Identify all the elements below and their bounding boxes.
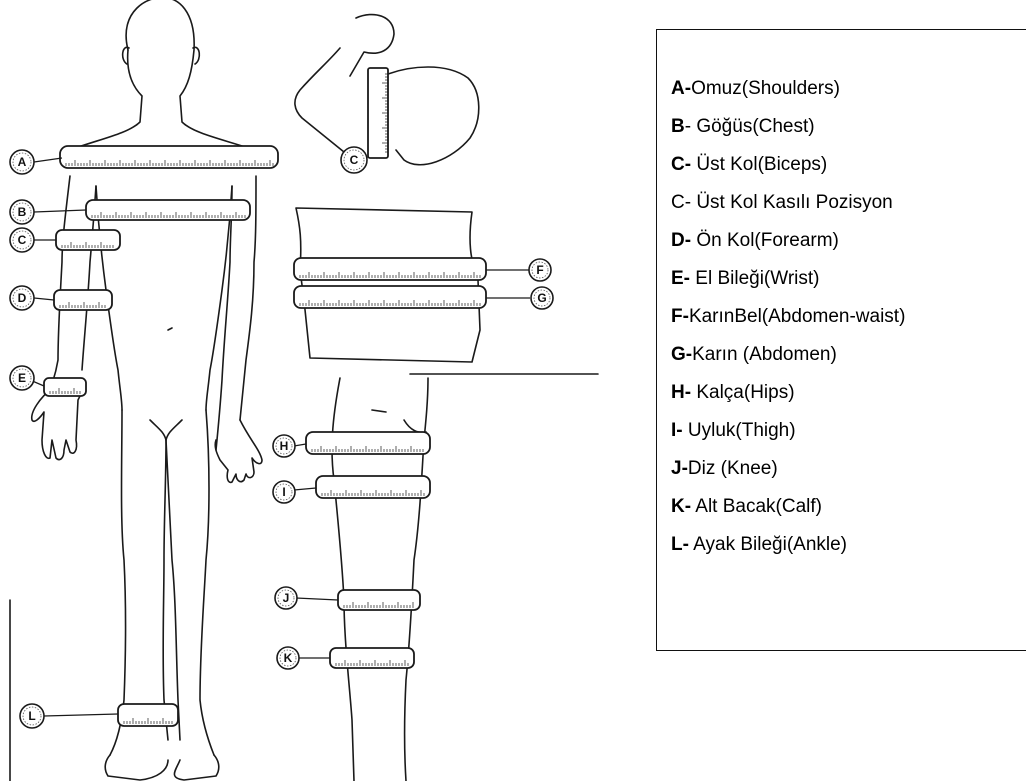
- legend-key: A-: [671, 78, 691, 99]
- legend-key: E-: [671, 268, 690, 289]
- legend-key: C-: [671, 154, 691, 175]
- legend-item: E- El Bileği(Wrist): [671, 268, 1026, 306]
- legend-item: I- Uyluk(Thigh): [671, 420, 1026, 458]
- legend-key: J-: [671, 458, 688, 479]
- legend-key: H-: [671, 382, 691, 403]
- badge-j: J: [275, 587, 297, 609]
- badge-d: D: [10, 286, 34, 310]
- svg-text:D: D: [18, 291, 27, 305]
- badge-g: G: [531, 287, 553, 309]
- legend-text: Ön Kol(Forearm): [691, 230, 839, 251]
- tape-ticks: [50, 74, 480, 724]
- badge-k: K: [277, 647, 299, 669]
- legend-text: Kalça(Hips): [691, 382, 794, 403]
- legend-text: - Göğüs(Chest): [685, 116, 815, 137]
- badge-i: I: [273, 481, 295, 503]
- legend-item: D- Ön Kol(Forearm): [671, 230, 1026, 268]
- legend-text: KarınBel(Abdomen-waist): [689, 306, 905, 327]
- tape-chest: [86, 200, 250, 220]
- legend-text: Üst Kol(Biceps): [691, 154, 827, 175]
- svg-text:F: F: [536, 263, 543, 277]
- legend-item: F-KarınBel(Abdomen-waist): [671, 306, 1026, 344]
- legend-text: Karın (Abdomen): [692, 344, 837, 365]
- legend-text: Diz (Knee): [688, 458, 778, 479]
- badge-f: F: [529, 259, 551, 281]
- legend-box: A-Omuz(Shoulders) B- Göğüs(Chest) C- Üst…: [656, 29, 1026, 651]
- legend-item: C- Üst Kol Kasılı Pozisyon: [671, 192, 1026, 230]
- tape-hips: [306, 432, 430, 454]
- svg-text:I: I: [282, 485, 285, 499]
- svg-text:A: A: [18, 155, 27, 169]
- svg-text:C: C: [350, 153, 359, 167]
- legend-item: H- Kalça(Hips): [671, 382, 1026, 420]
- svg-text:J: J: [283, 591, 290, 605]
- svg-text:G: G: [537, 291, 546, 305]
- legend-key: D-: [671, 230, 691, 251]
- legend-item: K- Alt Bacak(Calf): [671, 496, 1026, 534]
- legend-key: K-: [671, 496, 691, 517]
- svg-text:L: L: [28, 709, 35, 723]
- svg-text:H: H: [280, 439, 289, 453]
- badge-l: L: [20, 704, 44, 728]
- svg-text:E: E: [18, 371, 26, 385]
- legend-item: J-Diz (Knee): [671, 458, 1026, 496]
- badge-h: H: [273, 435, 295, 457]
- legend-key: I-: [671, 420, 683, 441]
- legend-text: C- Üst Kol Kasılı Pozisyon: [671, 192, 893, 213]
- svg-text:K: K: [284, 651, 293, 665]
- badge-b: B: [10, 200, 34, 224]
- legend-item: L- Ayak Bileği(Ankle): [671, 534, 1026, 572]
- badge-a: A: [10, 150, 34, 174]
- legend-key: L-: [671, 534, 689, 555]
- legend-item: A-Omuz(Shoulders): [671, 78, 1026, 116]
- badge-c-flexed: C: [341, 147, 367, 173]
- legend-text: Alt Bacak(Calf): [691, 496, 822, 517]
- legend-text: El Bileği(Wrist): [690, 268, 820, 289]
- legend-item: C- Üst Kol(Biceps): [671, 154, 1026, 192]
- legend-key: F-: [671, 306, 689, 327]
- badge-e: E: [10, 366, 34, 390]
- badge-c: C: [10, 228, 34, 252]
- legend-key: B: [671, 116, 685, 137]
- svg-text:B: B: [18, 205, 27, 219]
- bicep-sketch: [295, 15, 479, 165]
- tapes: [44, 146, 486, 726]
- tape-upper-arm: [56, 230, 120, 250]
- measurement-figure: A B C D E L C F G H I J K: [0, 0, 640, 781]
- legend-text: Omuz(Shoulders): [691, 78, 840, 99]
- legend-text: Uyluk(Thigh): [683, 420, 796, 441]
- legend-text: Ayak Bileği(Ankle): [689, 534, 847, 555]
- legend-item: B- Göğüs(Chest): [671, 116, 1026, 154]
- legend-key: G-: [671, 344, 692, 365]
- svg-text:C: C: [18, 233, 27, 247]
- legend-item: G-Karın (Abdomen): [671, 344, 1026, 382]
- legend-list: A-Omuz(Shoulders) B- Göğüs(Chest) C- Üst…: [657, 30, 1026, 572]
